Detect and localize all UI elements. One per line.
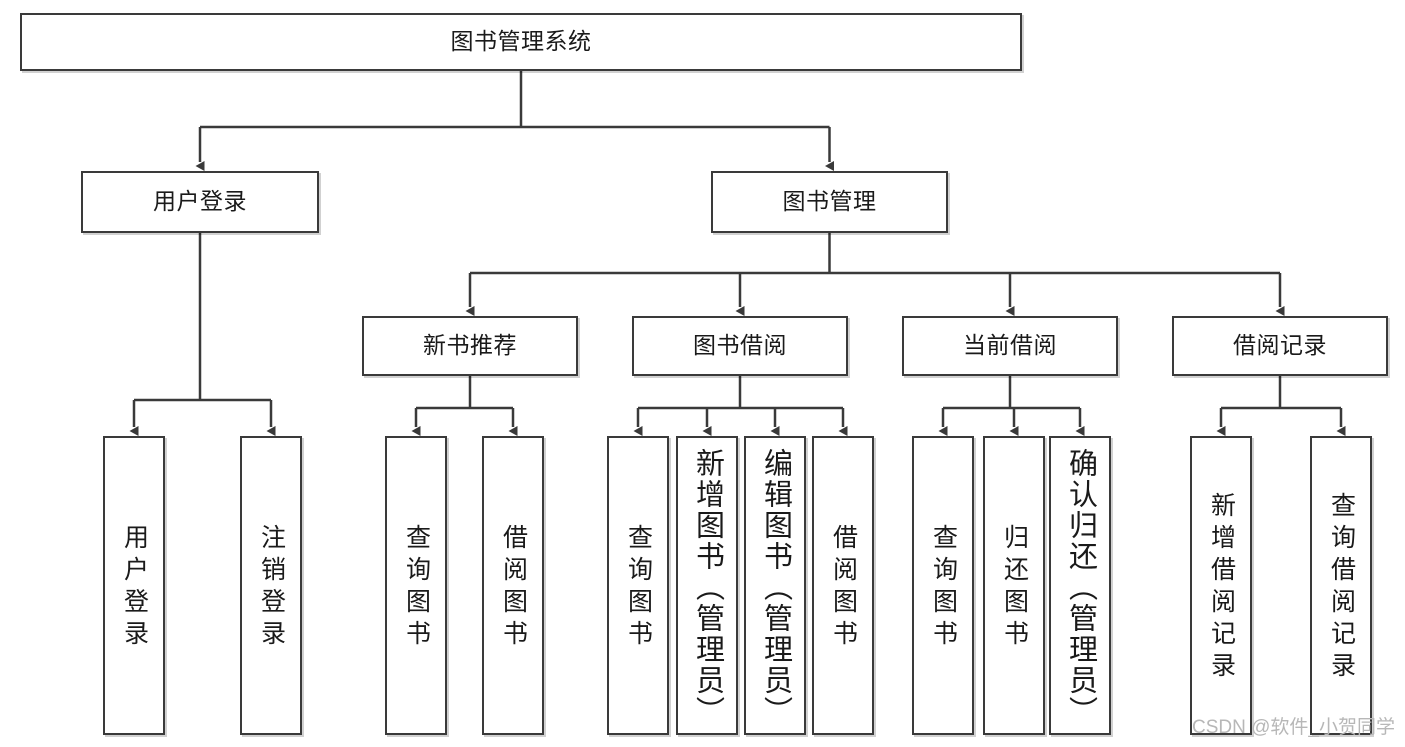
node-leaf-edit-book[interactable]: 编辑图书（管理员）: [744, 436, 806, 735]
node-label: 确认归还（管理员）: [1064, 448, 1097, 727]
node-leaf-return-book[interactable]: 归还图书: [983, 436, 1045, 735]
node-user-login[interactable]: 用户登录: [81, 171, 319, 233]
node-label: 查询图书: [624, 524, 653, 652]
node-label: 用户登录: [120, 524, 149, 652]
node-current-borrow[interactable]: 当前借阅: [902, 316, 1118, 376]
node-leaf-query-book-3[interactable]: 查询图书: [912, 436, 974, 735]
node-label: 图书借阅: [693, 332, 787, 359]
node-book-borrow[interactable]: 图书借阅: [632, 316, 848, 376]
node-leaf-add-book[interactable]: 新增图书（管理员）: [676, 436, 738, 735]
node-book-manage[interactable]: 图书管理: [711, 171, 948, 233]
node-label: 用户登录: [153, 188, 247, 215]
node-label: 查询图书: [402, 524, 431, 652]
node-leaf-logout[interactable]: 注销登录: [240, 436, 302, 735]
node-leaf-user-login[interactable]: 用户登录: [103, 436, 165, 735]
node-label: 当前借阅: [963, 332, 1057, 359]
connector-group: [129, 71, 1346, 436]
node-new-book-rec[interactable]: 新书推荐: [362, 316, 578, 376]
node-leaf-confirm-return[interactable]: 确认归还（管理员）: [1049, 436, 1111, 735]
node-leaf-add-record[interactable]: 新增借阅记录: [1190, 436, 1252, 735]
node-leaf-query-book-1[interactable]: 查询图书: [385, 436, 447, 735]
node-label: 注销登录: [257, 524, 286, 652]
node-leaf-borrow-book-1[interactable]: 借阅图书: [482, 436, 544, 735]
node-label: 借阅图书: [829, 524, 858, 652]
node-label: 查询借阅记录: [1327, 492, 1356, 684]
node-leaf-borrow-book-2[interactable]: 借阅图书: [812, 436, 874, 735]
node-label: 查询图书: [929, 524, 958, 652]
node-label: 新书推荐: [423, 332, 517, 359]
watermark-text: CSDN @软件_小贺同学: [1192, 717, 1395, 738]
node-label: 归还图书: [1000, 524, 1029, 652]
node-label: 借阅记录: [1233, 332, 1327, 359]
node-leaf-query-book-2[interactable]: 查询图书: [607, 436, 669, 735]
node-label: 借阅图书: [499, 524, 528, 652]
node-label: 新增借阅记录: [1207, 492, 1236, 684]
node-borrow-record[interactable]: 借阅记录: [1172, 316, 1388, 376]
node-label: 图书管理: [782, 188, 877, 215]
node-label: 编辑图书（管理员）: [759, 448, 792, 727]
node-root[interactable]: 图书管理系统: [20, 13, 1022, 71]
node-leaf-query-record[interactable]: 查询借阅记录: [1310, 436, 1372, 735]
node-label: 图书管理系统: [450, 28, 592, 55]
node-label: 新增图书（管理员）: [691, 448, 724, 727]
